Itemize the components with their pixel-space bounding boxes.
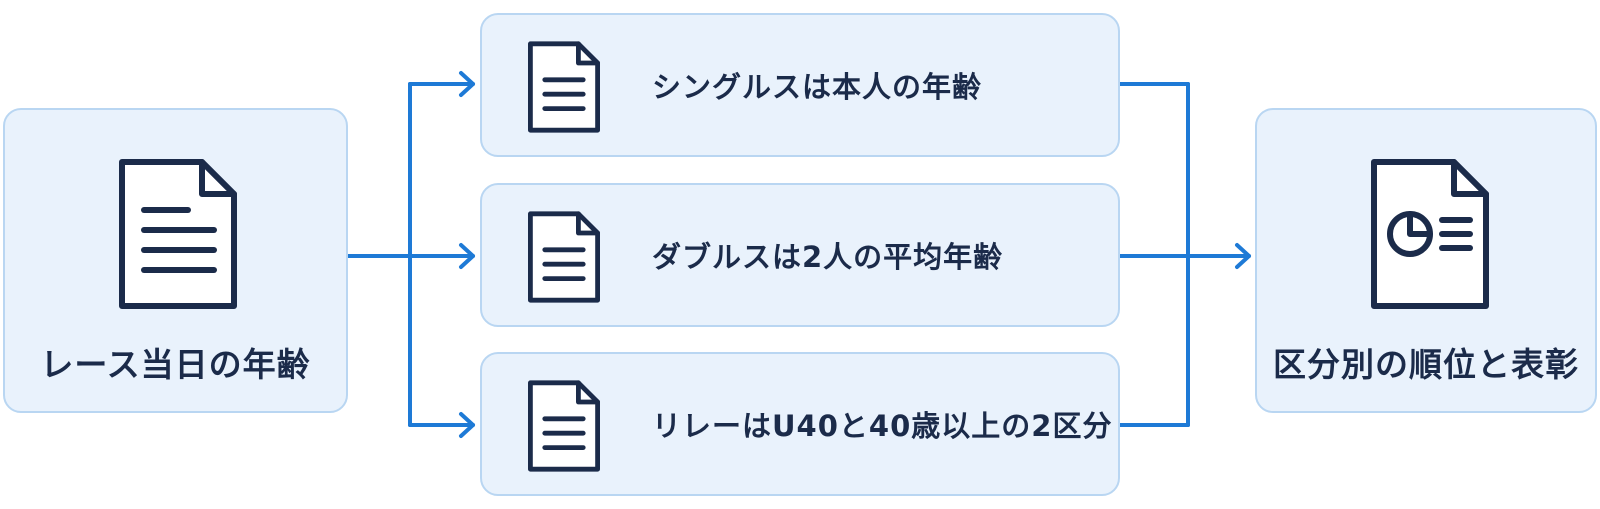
document-lines-icon	[528, 41, 600, 133]
result-label: 区分別の順位と表彰	[1273, 345, 1579, 384]
rule-box-singles: シングルスは本人の年齢	[480, 13, 1120, 157]
report-chart-icon	[1371, 159, 1489, 309]
branch-arrowhead-3	[459, 412, 475, 438]
rule-label-relay: リレーはU40と40歳以上の2区分	[652, 409, 1113, 443]
rule-label-doubles: ダブルスは2人の平均年齢	[652, 240, 1004, 274]
document-lines-icon	[528, 380, 600, 472]
result-arrowhead	[1235, 243, 1251, 269]
document-lines-icon	[119, 159, 237, 309]
source-box: レース当日の年齢	[3, 108, 348, 413]
rule-label-singles: シングルスは本人の年齢	[652, 70, 983, 104]
rule-box-relay: リレーはU40と40歳以上の2区分	[480, 352, 1120, 496]
branch-arrowhead-2	[459, 243, 475, 269]
result-box: 区分別の順位と表彰	[1255, 108, 1597, 413]
branch-arrowhead-1	[459, 71, 475, 97]
rule-box-doubles: ダブルスは2人の平均年齢	[480, 183, 1120, 327]
source-label: レース当日の年齢	[40, 345, 311, 384]
document-lines-icon	[528, 211, 600, 303]
